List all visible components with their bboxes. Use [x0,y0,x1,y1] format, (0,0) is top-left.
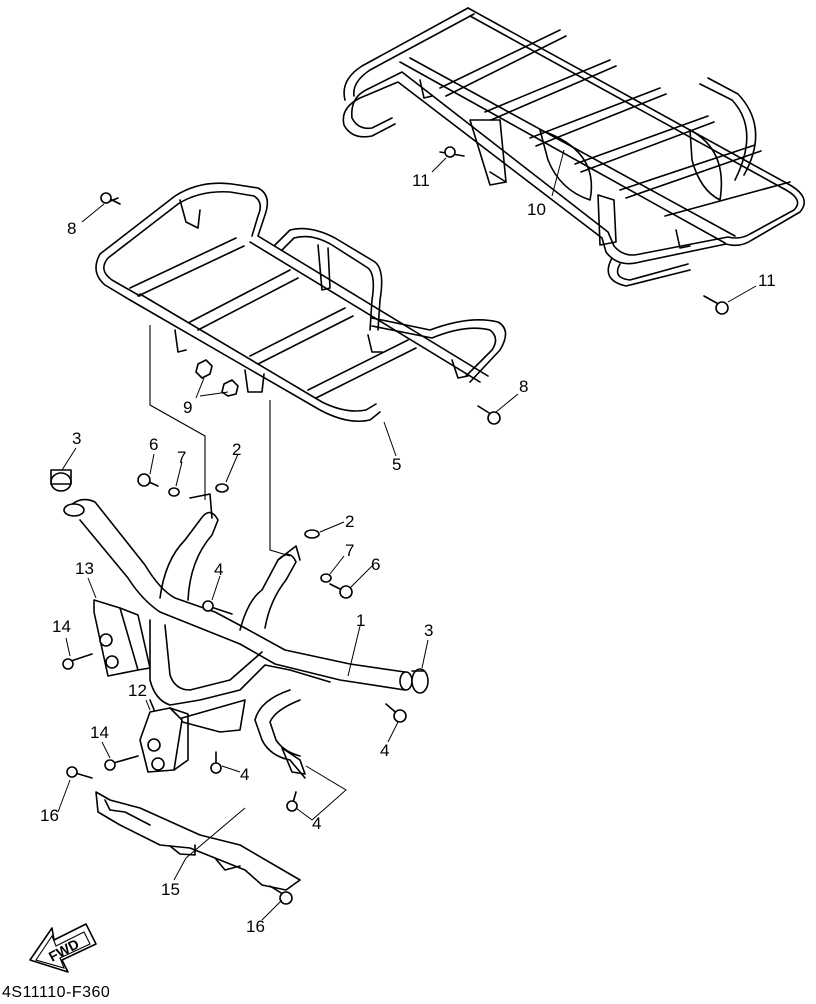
callout-11-lower: 11 [758,271,776,290]
callout-11-upper: 11 [412,171,430,190]
callout-7-left: 7 [177,448,186,467]
callout-13: 13 [75,559,94,578]
cap-right [411,668,429,694]
fwd-arrow: FWD [29,923,97,973]
callout-8-upper: 8 [67,219,76,238]
fasteners [62,146,729,905]
cap-left [50,469,72,492]
callout-16-left: 16 [40,806,59,825]
callout-2-right: 2 [345,512,354,531]
callout-16-right: 16 [246,917,265,936]
block-13 [93,599,151,677]
callout-3-right: 3 [424,621,433,640]
callout-labels: 8 8 11 10 11 9 5 3 6 7 2 2 7 6 4 13 1 3 … [40,171,776,936]
leader-lines [57,149,757,921]
callout-3-left: 3 [72,429,81,448]
callout-6-left: 6 [149,435,158,454]
callout-4-upper: 4 [214,560,223,579]
callout-9: 9 [183,398,192,417]
drawing-code: 4S11110-F360 [2,984,111,1001]
callout-6-right: 6 [371,555,380,574]
callout-2-left: 2 [232,440,241,459]
callout-14-lower: 14 [90,723,109,742]
callout-8-lower: 8 [519,377,528,396]
callout-12: 12 [128,681,147,700]
lower-guard [95,791,301,891]
callout-10: 10 [527,200,546,219]
block-12 [139,707,189,773]
callout-14-upper: 14 [52,617,71,636]
rear-carrier [342,7,806,287]
callout-4-lower: 4 [312,814,321,833]
front-carrier [95,182,507,557]
fwd-label: FWD [46,936,82,965]
callout-5: 5 [392,455,401,474]
callout-4-center: 4 [240,765,249,784]
callout-1: 1 [356,611,365,630]
callout-4-right: 4 [380,741,389,760]
callout-7-right: 7 [345,541,354,560]
callout-15: 15 [161,880,180,899]
